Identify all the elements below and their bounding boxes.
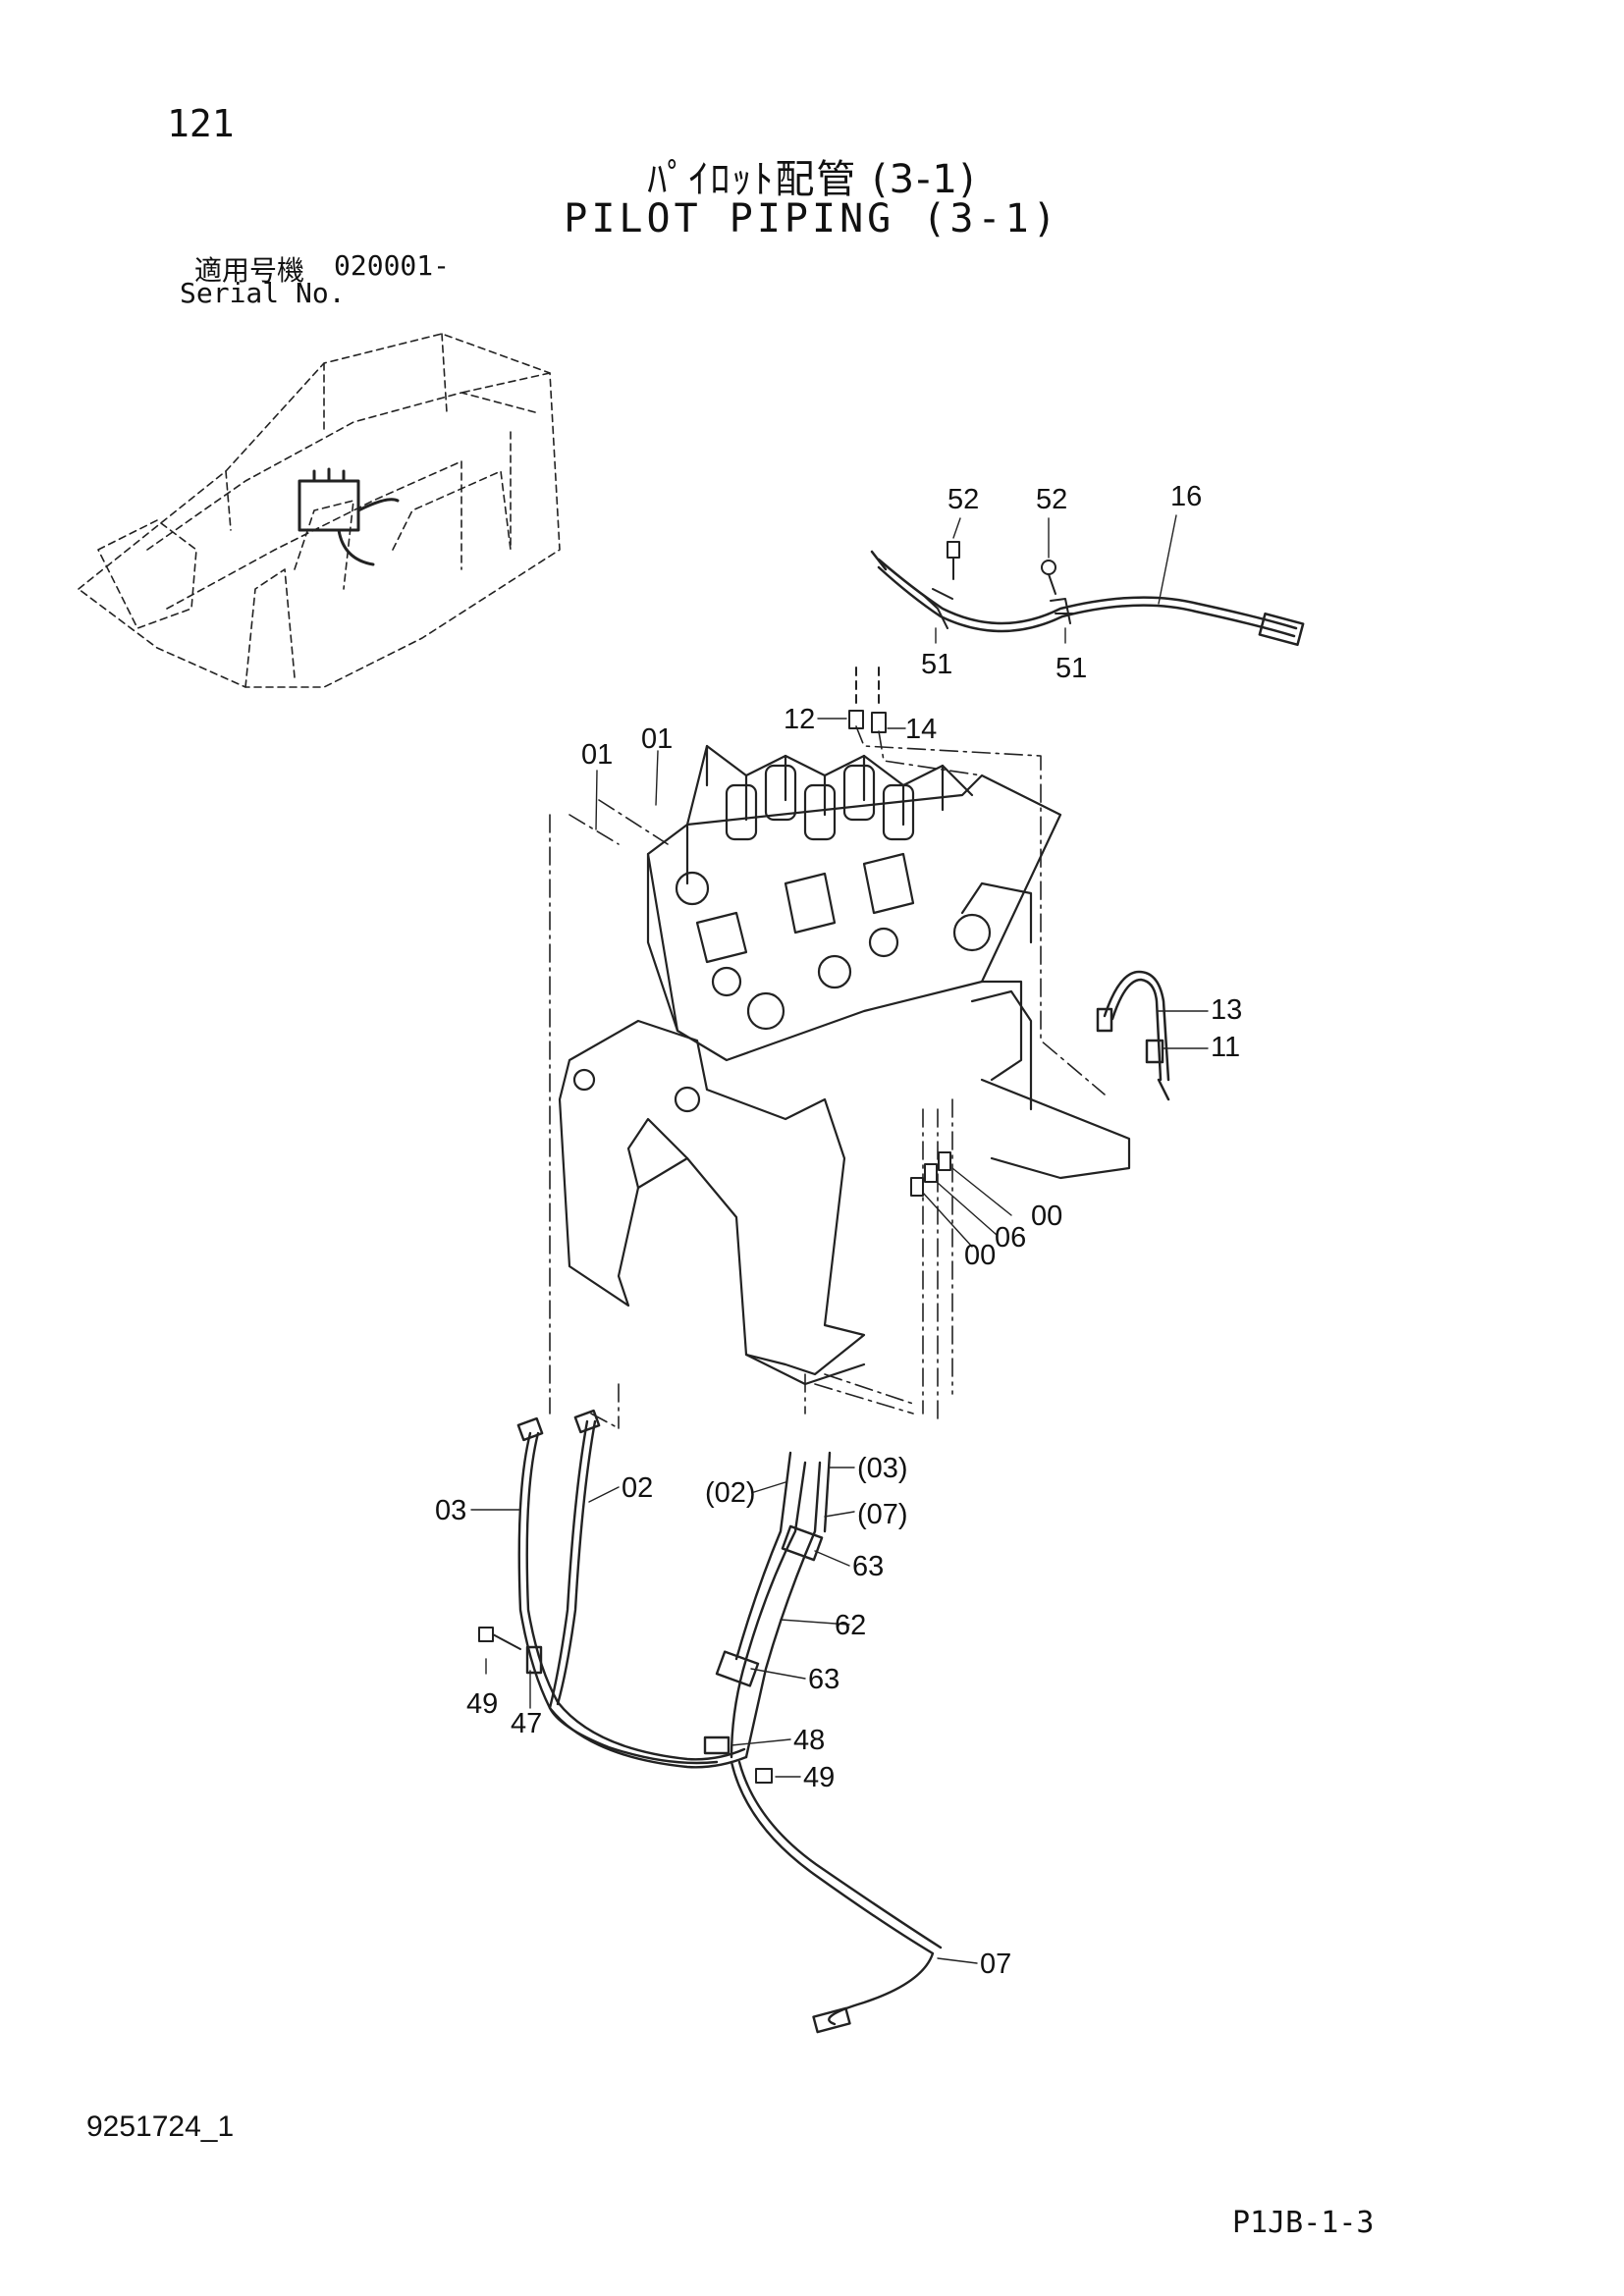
hose-13-drawing bbox=[1096, 970, 1170, 1101]
callout-49-right: 49 bbox=[803, 1762, 835, 1793]
callout-52-left: 52 bbox=[947, 484, 979, 515]
bolt-49-right-drawing bbox=[755, 1768, 773, 1784]
fitting-00-06-drawing bbox=[910, 1151, 951, 1197]
callout-00-lower: 00 bbox=[964, 1240, 996, 1271]
callout-52-right: 52 bbox=[1036, 484, 1067, 515]
title-english: PILOT PIPING (3-1) bbox=[564, 196, 1060, 241]
callout-03-reference: (03) bbox=[857, 1453, 908, 1484]
callout-49-left: 49 bbox=[466, 1688, 498, 1720]
callout-51-left: 51 bbox=[921, 649, 952, 680]
callout-51-right: 51 bbox=[1056, 653, 1087, 684]
callout-63-upper: 63 bbox=[852, 1551, 884, 1582]
callout-02-reference: (02) bbox=[705, 1477, 756, 1509]
callout-62: 62 bbox=[835, 1610, 866, 1641]
bolt-52-drawing bbox=[947, 541, 1056, 595]
serial-number-value: 020001- bbox=[334, 249, 451, 282]
construction-lines bbox=[549, 725, 1106, 1429]
valve-highlight-thumbnail bbox=[298, 467, 400, 566]
bolt-49-left-drawing bbox=[478, 1627, 521, 1650]
callout-07: 07 bbox=[980, 1949, 1011, 1980]
document-id: 9251724_1 bbox=[86, 2110, 235, 2143]
callout-labels: 52 52 16 51 51 12 14 01 01 13 11 00 06 0… bbox=[435, 481, 1242, 1980]
page-code: P1JB-1-3 bbox=[1232, 2206, 1375, 2240]
hose-07-drawing bbox=[730, 1760, 943, 2034]
leader-lines bbox=[470, 514, 1209, 1964]
callout-01-right: 01 bbox=[641, 723, 673, 755]
callout-14: 14 bbox=[905, 714, 937, 745]
clamp-51-drawing bbox=[922, 588, 1076, 629]
hose-16-drawing bbox=[870, 550, 1305, 647]
callout-63-lower: 63 bbox=[808, 1664, 839, 1695]
serial-label-english: Serial No. bbox=[180, 277, 346, 309]
page-number: 121 bbox=[167, 102, 235, 145]
serial-label-japanese: 適用号機 bbox=[194, 254, 305, 287]
hoses-02-03-drawing bbox=[516, 1409, 748, 1769]
callout-07-reference: (07) bbox=[857, 1499, 908, 1530]
control-valve-block-drawing bbox=[646, 744, 1062, 1082]
callout-48: 48 bbox=[793, 1725, 825, 1756]
machine-overview-thumbnail bbox=[78, 333, 561, 688]
fitting-12-14-drawing bbox=[848, 667, 887, 733]
callout-02: 02 bbox=[622, 1472, 653, 1504]
callout-47: 47 bbox=[511, 1708, 542, 1739]
callout-06: 06 bbox=[995, 1222, 1026, 1254]
callout-00-upper: 00 bbox=[1031, 1201, 1062, 1232]
callout-12: 12 bbox=[784, 704, 815, 735]
callout-01-left: 01 bbox=[581, 739, 613, 771]
valve-bracket-drawing bbox=[558, 989, 1131, 1386]
callout-16: 16 bbox=[1170, 481, 1202, 512]
hose-bundle-62-63-drawing bbox=[703, 1451, 832, 1759]
callout-13: 13 bbox=[1211, 994, 1242, 1026]
callout-03: 03 bbox=[435, 1495, 466, 1526]
callout-11: 11 bbox=[1211, 1032, 1240, 1063]
title-japanese: ﾊﾟｲﾛｯﾄ配管 (3-1) bbox=[647, 157, 977, 202]
